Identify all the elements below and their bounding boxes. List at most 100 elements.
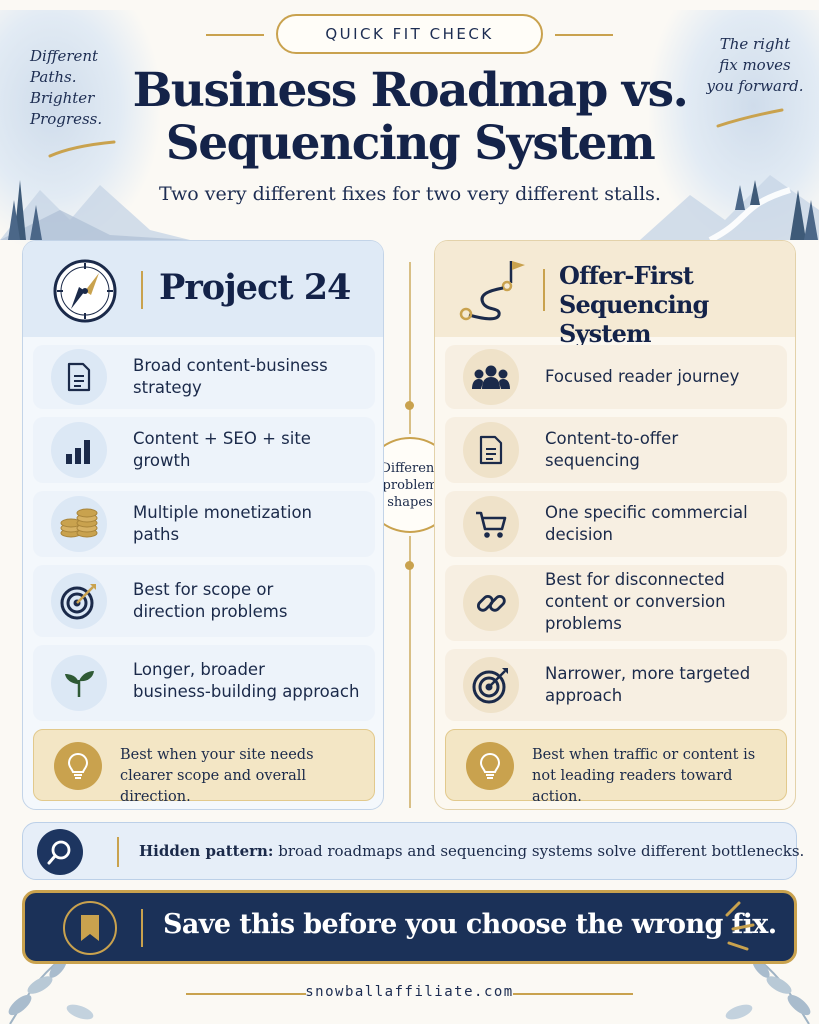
row-text-line: Multiple monetization bbox=[133, 503, 312, 522]
row-text-line: One specific commercial bbox=[545, 503, 748, 522]
footer-line-left bbox=[186, 993, 306, 995]
center-divider-top bbox=[409, 262, 411, 434]
center-divider-bottom bbox=[409, 536, 411, 808]
corner-note-left-line: Brighter bbox=[30, 89, 95, 107]
list-item: Best for disconnected content or convers… bbox=[445, 565, 787, 641]
project-24-panel: Project 24 Broad content-business strate… bbox=[22, 240, 384, 810]
save-banner: Save this before you choose the wrong fi… bbox=[22, 890, 797, 964]
row-text-line: Focused reader journey bbox=[545, 367, 740, 386]
badge-line-right bbox=[555, 34, 613, 36]
divider-dot bbox=[405, 401, 414, 410]
icon-badge bbox=[463, 349, 519, 405]
sprout-icon bbox=[65, 671, 94, 697]
row-text-line: Broad content-business bbox=[133, 356, 328, 375]
list-item: Longer, broader business-building approa… bbox=[33, 645, 375, 721]
icon-badge bbox=[463, 657, 519, 713]
best-text-line: Best when your site needs bbox=[120, 747, 314, 763]
header-separator bbox=[543, 269, 545, 311]
corner-note-left-line: Progress. bbox=[30, 110, 103, 128]
footer-line-right bbox=[513, 993, 633, 995]
title-line-2: Sequencing System bbox=[165, 116, 656, 171]
row-text-line: content or conversion bbox=[545, 592, 726, 611]
corner-note-right-line: The right bbox=[719, 35, 791, 53]
header-separator bbox=[141, 271, 143, 309]
icon-badge bbox=[51, 573, 107, 629]
row-text-line: business-building approach bbox=[133, 682, 360, 701]
gold-underline-right bbox=[716, 108, 784, 128]
list-item: One specific commercial decision bbox=[445, 491, 787, 557]
target-icon bbox=[60, 584, 96, 620]
offer-first-header: Offer-First Sequencing System bbox=[435, 241, 795, 348]
bookmark-icon bbox=[63, 901, 117, 955]
icon-badge bbox=[51, 496, 107, 552]
page-title: Business Roadmap vs. Sequencing System bbox=[120, 64, 700, 170]
best-text-line: clearer scope and overall direction. bbox=[120, 768, 307, 805]
corner-note-left-line: Paths. bbox=[30, 68, 77, 86]
best-text-line: not leading readers toward action. bbox=[532, 768, 733, 805]
leaf-decoration-right bbox=[725, 958, 811, 1024]
people-icon bbox=[472, 365, 510, 389]
mountain-illustration-left bbox=[0, 180, 190, 240]
list-item: Best for scope or direction problems bbox=[33, 565, 375, 637]
offer-first-panel: Offer-First Sequencing System Focused re… bbox=[434, 240, 796, 810]
best-when-callout: Best when traffic or content is not lead… bbox=[445, 729, 787, 805]
corner-note-right: The right fix moves you forward. bbox=[700, 34, 810, 97]
row-text-line: Narrower, more targeted bbox=[545, 664, 751, 683]
magnifier-icon bbox=[37, 829, 83, 875]
offer-first-title-line: Sequencing System bbox=[559, 290, 709, 348]
row-text-line: Content-to-offer bbox=[545, 429, 679, 448]
icon-badge bbox=[51, 422, 107, 478]
center-label-line: Different bbox=[380, 460, 440, 476]
list-item: Broad content-business strategy bbox=[33, 345, 375, 409]
center-label-line: shapes bbox=[387, 494, 433, 510]
row-text-line: Content + SEO + site bbox=[133, 429, 311, 448]
project-24-title: Project 24 bbox=[159, 267, 351, 308]
list-item: Narrower, more targeted approach bbox=[445, 649, 787, 721]
bar-chart-icon bbox=[66, 440, 90, 464]
quick-fit-check-badge: QUICK FIT CHECK bbox=[276, 14, 543, 54]
cart-icon bbox=[476, 511, 507, 538]
hidden-pattern-label: Hidden pattern: bbox=[139, 842, 274, 860]
save-message: Save this before you choose the wrong fi… bbox=[163, 909, 777, 940]
icon-badge bbox=[51, 655, 107, 711]
row-text-line: approach bbox=[545, 686, 623, 705]
separator bbox=[141, 909, 143, 947]
list-item: Focused reader journey bbox=[445, 345, 787, 409]
list-item: Multiple monetization paths bbox=[33, 491, 375, 557]
row-text-line: growth bbox=[133, 451, 191, 470]
hidden-pattern-bar: Hidden pattern: broad roadmaps and seque… bbox=[22, 822, 804, 880]
list-item: Content + SEO + site growth bbox=[33, 417, 375, 483]
row-text-line: decision bbox=[545, 525, 614, 544]
coins-icon bbox=[60, 508, 98, 538]
corner-note-left-line: Different bbox=[30, 47, 99, 65]
project-24-header: Project 24 bbox=[23, 241, 383, 337]
hidden-pattern-body: broad roadmaps and sequencing systems so… bbox=[273, 842, 805, 860]
divider-dot bbox=[405, 561, 414, 570]
icon-badge bbox=[463, 496, 519, 552]
subtitle: Two very different fixes for two very di… bbox=[159, 183, 661, 205]
footer-url[interactable]: snowballaffiliate.com bbox=[305, 984, 514, 1000]
row-text-line: problems bbox=[545, 614, 622, 633]
document-icon bbox=[479, 435, 503, 465]
hidden-pattern-text: Hidden pattern: broad roadmaps and seque… bbox=[139, 842, 804, 860]
row-text-line: sequencing bbox=[545, 451, 640, 470]
row-text-line: Best for disconnected bbox=[545, 570, 725, 589]
row-text-line: paths bbox=[133, 525, 180, 544]
lightbulb-icon bbox=[54, 742, 102, 790]
mountain-illustration-right bbox=[640, 175, 819, 240]
link-icon bbox=[476, 594, 506, 612]
sparkle-lines-icon bbox=[725, 901, 755, 951]
lightbulb-icon bbox=[466, 742, 514, 790]
separator bbox=[117, 837, 119, 867]
corner-note-left: Different Paths. Brighter Progress. bbox=[30, 46, 140, 130]
gold-underline-left bbox=[48, 140, 116, 158]
center-label-line: problem bbox=[382, 477, 438, 493]
icon-badge bbox=[463, 422, 519, 478]
compass-icon bbox=[53, 259, 117, 323]
icon-badge bbox=[51, 349, 107, 405]
corner-note-right-line: fix moves bbox=[719, 56, 791, 74]
target-icon bbox=[472, 668, 508, 704]
row-text-line: Longer, broader bbox=[133, 660, 265, 679]
title-line-1: Business Roadmap vs. bbox=[132, 63, 689, 118]
row-text-line: strategy bbox=[133, 378, 202, 397]
